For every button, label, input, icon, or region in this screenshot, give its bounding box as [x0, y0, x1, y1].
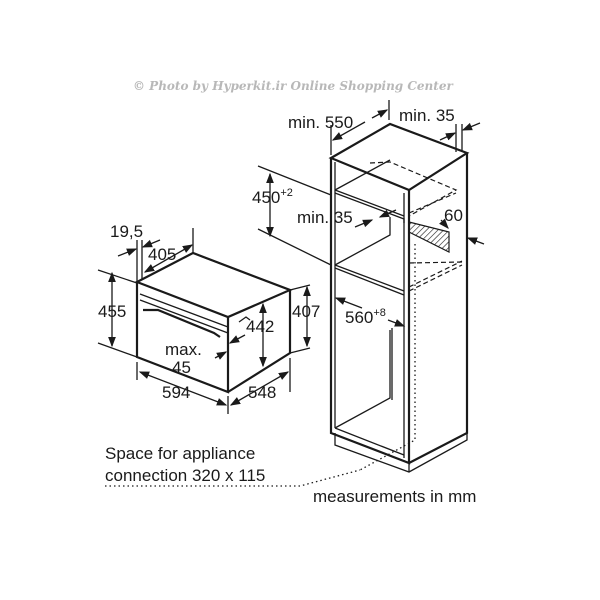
dim-407: 407: [292, 302, 320, 321]
dim-560: 560+8: [345, 307, 386, 327]
tall-cabinet: [328, 122, 470, 473]
dim-max-45: 45: [172, 358, 191, 377]
connection-note-line2: connection 320 x 115: [105, 466, 265, 485]
dim-60: 60: [444, 206, 463, 225]
dim-442: 442: [246, 317, 274, 336]
dim-min-35-shelf: min. 35: [297, 208, 353, 227]
connection-leader-line: [105, 469, 361, 487]
dim-594: 594: [162, 383, 190, 402]
dim-min-550: min. 550: [288, 113, 353, 132]
dim-max-label: max.: [165, 340, 202, 359]
cabinet-dimensions: [257, 100, 485, 400]
units-note: measurements in mm: [313, 487, 476, 506]
dim-548: 548: [248, 383, 276, 402]
watermark: © Photo by Hyperkit.ir Online Shopping C…: [133, 79, 454, 93]
connection-note-line1: Space for appliance: [105, 444, 255, 463]
dim-min-35-back: min. 35: [399, 106, 455, 125]
dim-455: 455: [98, 302, 126, 321]
dim-450: 450+2: [252, 187, 293, 207]
dim-19-5: 19,5: [110, 222, 143, 241]
oven-dimensions: [97, 228, 311, 414]
dim-405: 405: [148, 245, 176, 264]
